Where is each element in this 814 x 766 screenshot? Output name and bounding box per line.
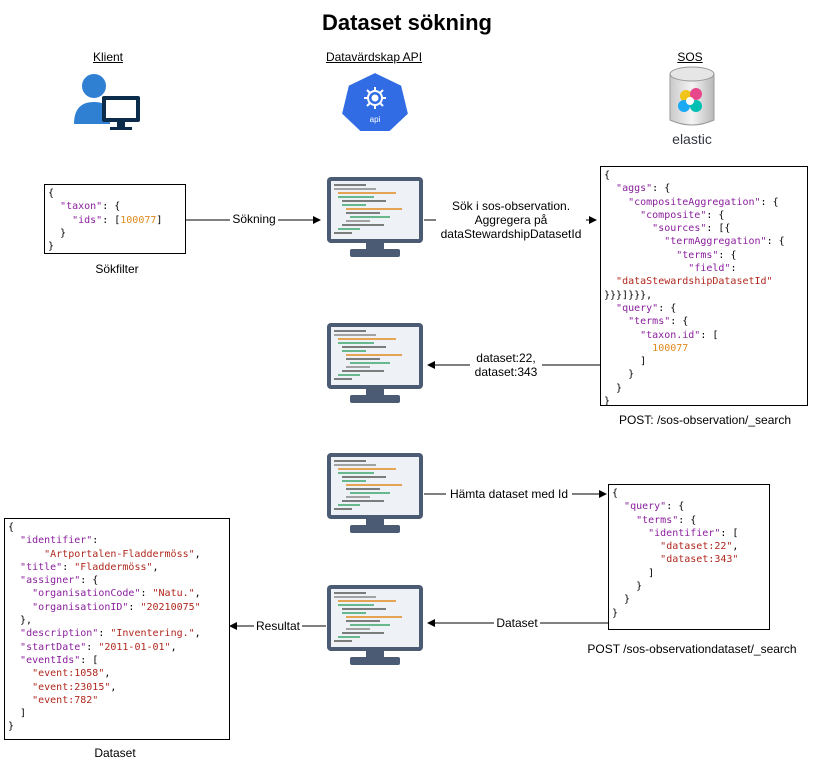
edge-label-sokning: Sökning — [230, 212, 278, 226]
code-monitor-icon — [327, 585, 423, 665]
edge-label-result1: dataset:22, dataset:343 — [470, 351, 542, 379]
api-label: Datavärdskap API — [325, 50, 423, 64]
edge-label-sok-line3: dataStewardshipDatasetId — [440, 227, 582, 241]
code-monitor-icon — [327, 453, 423, 533]
aggs-json: { "aggs": { "compositeAggregation": { "c… — [604, 170, 785, 406]
query2-json-box: { "query": { "terms": { "identifier": [ … — [608, 484, 770, 630]
filter-json-box: { "taxon": { "ids": [100077] } } — [44, 184, 186, 254]
edge-label-sok-line1: Sök i sos-observation. — [451, 199, 571, 213]
edge-label-dataset: Dataset — [494, 616, 540, 630]
dataset-json-box: { "identifier": "Artportalen-Fladdermöss… — [4, 518, 230, 740]
sos-label: SOS — [677, 50, 703, 64]
diagram-title: Dataset sökning — [322, 10, 492, 35]
filter-json: { "taxon": { "ids": [100077] } } — [48, 188, 163, 253]
dataset-json: { "identifier": "Artportalen-Fladdermöss… — [8, 522, 201, 733]
api-badge-text: api — [370, 115, 381, 124]
edge-label-sok: Sök i sos-observation. Aggregera på data… — [436, 199, 586, 241]
code-monitor-icon — [327, 323, 423, 403]
post1-caption: POST: /sos-observation/_search — [618, 413, 792, 427]
query2-json: { "query": { "terms": { "identifier": [ … — [612, 488, 739, 619]
elastic-database-icon: elastic — [669, 66, 715, 147]
dataset-caption: Dataset — [94, 746, 136, 760]
aggs-json-box: { "aggs": { "compositeAggregation": { "c… — [600, 166, 808, 406]
edge-label-resultat: Resultat — [254, 619, 302, 633]
code-monitor-icon — [327, 177, 423, 257]
elastic-logo-text: elastic — [672, 131, 712, 147]
filter-caption: Sökfilter — [95, 262, 139, 276]
user-at-computer-icon — [74, 74, 140, 130]
client-label: Klient — [92, 50, 124, 64]
edge-label-result1-line1: dataset:22, — [476, 351, 536, 365]
edge-label-sok-line2: Aggregera på — [474, 213, 548, 227]
kubernetes-api-icon: api — [339, 70, 411, 133]
edge-label-hamta: Hämta dataset med Id — [446, 487, 572, 501]
edge-label-result1-line2: dataset:343 — [474, 365, 538, 379]
post2-caption: POST /sos-observationdataset/_search — [587, 642, 797, 656]
